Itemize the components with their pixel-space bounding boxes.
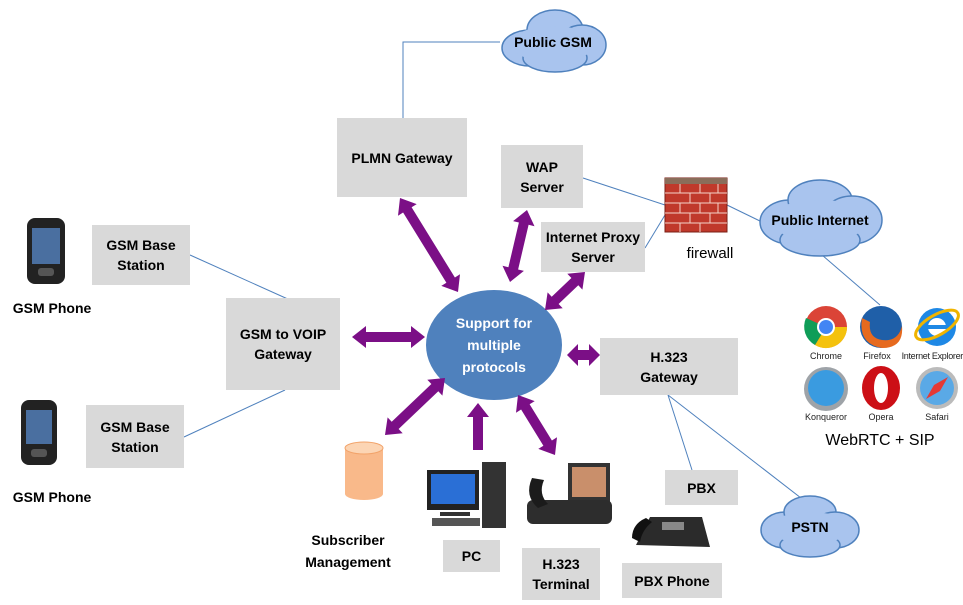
firewall-icon — [664, 177, 728, 233]
arrow-plmn — [398, 198, 460, 292]
pbx-node[interactable]: PBX — [665, 470, 738, 505]
safari-icon — [916, 367, 958, 409]
line-bs2-gateway — [183, 389, 286, 438]
internet-explorer-icon — [914, 308, 960, 346]
line-proxy-firewall — [644, 214, 666, 249]
pbx-phone-node[interactable]: PBX Phone — [622, 563, 722, 598]
cloud-public-gsm — [501, 9, 607, 73]
pstn-label: PSTN — [791, 519, 829, 535]
arrows — [352, 198, 600, 455]
gsm-phone-1-label: GSM Phone — [12, 300, 92, 316]
arrow-proxy — [545, 272, 585, 310]
subscriber-management-label: Subscriber Management — [305, 532, 391, 570]
konqueror-icon — [804, 367, 848, 411]
browser-label: Firefox — [863, 351, 891, 361]
browsers-caption: WebRTC + SIP — [825, 432, 935, 449]
chrome-icon — [804, 306, 848, 349]
computer-icon — [427, 462, 506, 528]
browser-label: Chrome — [809, 351, 842, 361]
database-icon — [344, 441, 384, 500]
h323-gateway-node[interactable]: H.323 Gateway — [600, 338, 738, 395]
line-h323-pbx — [667, 394, 693, 471]
desk-phone-icon — [632, 517, 710, 547]
cloud-pstn — [760, 495, 860, 558]
gsm-base-station-1-node[interactable]: GSM Base Station — [92, 225, 190, 285]
h323-terminal-node[interactable]: H.323 Terminal — [522, 548, 600, 600]
arrow-wap — [502, 210, 535, 282]
arrow-gsm-voip — [352, 326, 425, 348]
arrow-pc — [467, 403, 489, 450]
browser-label: Safari — [925, 412, 949, 422]
wap-server-node[interactable]: WAP Server — [501, 145, 583, 208]
browser-label: Internet Explorer — [901, 351, 963, 361]
arrow-subscriber — [385, 378, 445, 435]
opera-icon — [862, 366, 900, 410]
hub-ellipse — [426, 290, 562, 400]
browser-label: Konqueror — [804, 412, 848, 422]
browser-label: Opera — [868, 412, 894, 422]
pc-node[interactable]: PC — [443, 540, 500, 572]
firefox-icon — [860, 306, 903, 348]
video-phone-icon — [527, 463, 612, 524]
arrow-h323-gateway — [567, 344, 600, 366]
line-bs1-gateway — [189, 254, 291, 301]
public-gsm-label: Public GSM — [514, 34, 592, 50]
arrow-h323-terminal — [516, 395, 557, 455]
connectors — [183, 41, 881, 506]
line-h323-pstn — [667, 394, 811, 506]
gsm-phone-icon — [21, 400, 57, 465]
line-firewall-internet — [726, 204, 763, 223]
internet-proxy-server-node[interactable]: Internet Proxy Server — [541, 222, 645, 272]
public-internet-label: Public Internet — [771, 212, 869, 228]
line-internet-browsers — [821, 254, 881, 306]
gsm-phone-2-label: GSM Phone — [12, 489, 92, 505]
line-wap-firewall — [582, 177, 666, 206]
line-plmn-publicgsm — [402, 41, 500, 118]
hub-label: Support for multiple protocols — [455, 315, 533, 375]
plmn-gateway-node[interactable]: PLMN Gateway — [337, 118, 467, 197]
cloud-public-internet — [759, 179, 883, 257]
gsm-phone-icon — [27, 218, 65, 284]
firewall-label: firewall — [686, 245, 734, 262]
gsm-base-station-2-node[interactable]: GSM Base Station — [86, 405, 184, 468]
gsm-voip-gateway-node[interactable]: GSM to VOIP Gateway — [226, 298, 340, 390]
